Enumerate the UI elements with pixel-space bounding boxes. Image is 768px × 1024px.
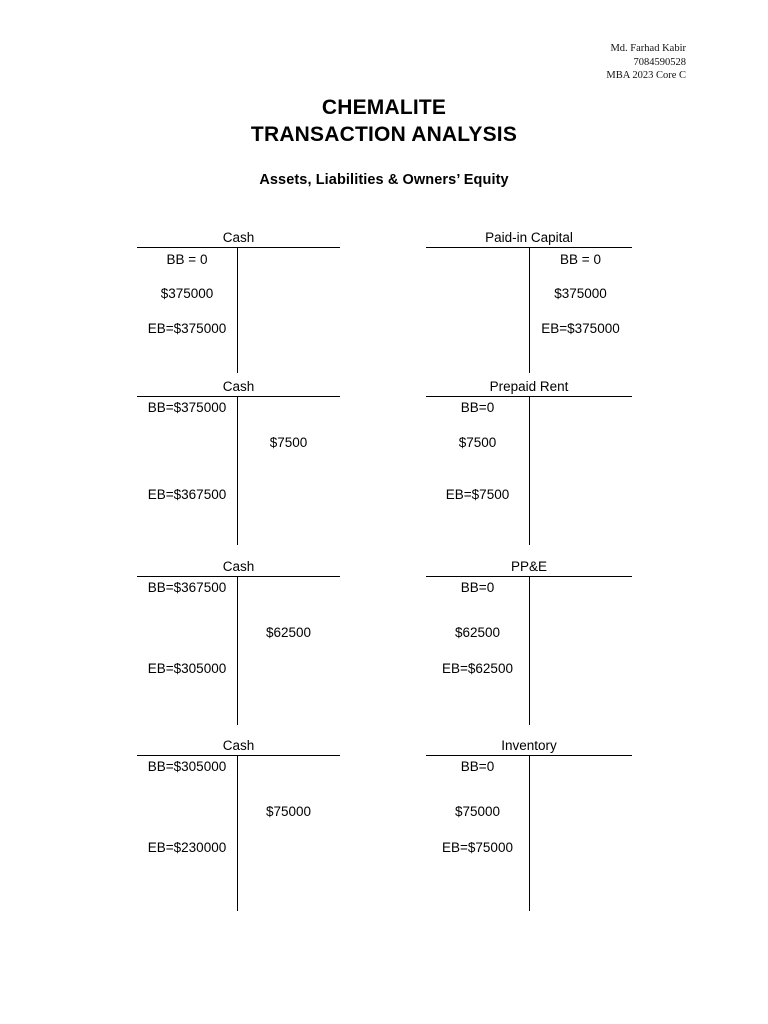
- t-account-entry-ending-balance: EB=$305000: [147, 661, 227, 676]
- t-account-title: PP&E: [510, 559, 548, 574]
- t-account-header-rule: [426, 755, 632, 756]
- t-account-header-rule: [426, 576, 632, 577]
- t-account-title: Cash: [222, 738, 255, 753]
- t-account-header-rule: [137, 396, 340, 397]
- t-account-entry-entry: $375000: [554, 286, 607, 301]
- t-account-entry-beginning-balance: BB = 0: [166, 252, 208, 267]
- t-account-title: Inventory: [501, 738, 557, 753]
- t-account-divider: [529, 577, 530, 725]
- t-account-entry-beginning-balance: BB=$375000: [147, 400, 227, 415]
- t-account-entry-entry: $75000: [265, 804, 312, 819]
- student-program: MBA 2023 Core C: [606, 70, 686, 81]
- t-account-entry-entry: $7500: [458, 435, 497, 450]
- page-title: CHEMALITE TRANSACTION ANALYSIS: [0, 94, 768, 148]
- t-account-entry-entry: $62500: [454, 625, 501, 640]
- t-account-divider: [529, 397, 530, 545]
- t-account-entry-ending-balance: EB=$7500: [445, 487, 510, 502]
- t-account-divider: [237, 248, 238, 373]
- t-account-header-rule: [137, 755, 340, 756]
- t-account-divider: [529, 756, 530, 911]
- t-account-divider: [237, 577, 238, 725]
- t-account-divider: [529, 248, 530, 373]
- t-account-entry-entry: $75000: [454, 804, 501, 819]
- t-account-entry-entry: $62500: [265, 625, 312, 640]
- t-account-header-rule: [426, 247, 632, 248]
- t-account-entry-entry: $7500: [269, 435, 308, 450]
- t-account-entry-ending-balance: EB=$75000: [442, 840, 513, 855]
- t-account-entry-ending-balance: EB=$62500: [442, 661, 513, 676]
- t-account-entry-beginning-balance: BB=$367500: [147, 580, 227, 595]
- student-info-block: Md. Farhad Kabir 7084590528 MBA 2023 Cor…: [606, 42, 686, 83]
- t-account-header-rule: [137, 247, 340, 248]
- page-subtitle: Assets, Liabilities & Owners’ Equity: [259, 172, 509, 188]
- t-account-title: Paid-in Capital: [485, 230, 573, 245]
- t-account-entry-ending-balance: EB=$375000: [147, 321, 227, 336]
- student-id: 7084590528: [633, 56, 687, 68]
- title-line-1: CHEMALITE: [321, 96, 447, 119]
- t-account-header-rule: [426, 396, 632, 397]
- t-account-entry-beginning-balance: BB=$305000: [147, 759, 227, 774]
- t-account-title: Prepaid Rent: [489, 379, 569, 394]
- t-account-entry-beginning-balance: BB=0: [460, 400, 495, 415]
- t-account-entry-beginning-balance: BB = 0: [560, 252, 601, 267]
- t-account-entry-beginning-balance: BB=0: [460, 759, 495, 774]
- t-account-header-rule: [137, 576, 340, 577]
- t-account-entry-ending-balance: EB=$375000: [541, 321, 620, 336]
- t-account-entry-ending-balance: EB=$367500: [147, 487, 227, 502]
- t-account-divider: [237, 756, 238, 911]
- t-account-title: Cash: [222, 559, 255, 574]
- t-account-entry-entry: $375000: [160, 286, 214, 301]
- t-account-title: Cash: [222, 379, 255, 394]
- t-account-entry-beginning-balance: BB=0: [460, 580, 495, 595]
- t-account-entry-ending-balance: EB=$230000: [147, 840, 227, 855]
- student-name: Md. Farhad Kabir: [610, 43, 686, 54]
- title-line-2: TRANSACTION ANALYSIS: [250, 123, 518, 146]
- t-account-divider: [237, 397, 238, 545]
- t-account-title: Cash: [222, 230, 255, 245]
